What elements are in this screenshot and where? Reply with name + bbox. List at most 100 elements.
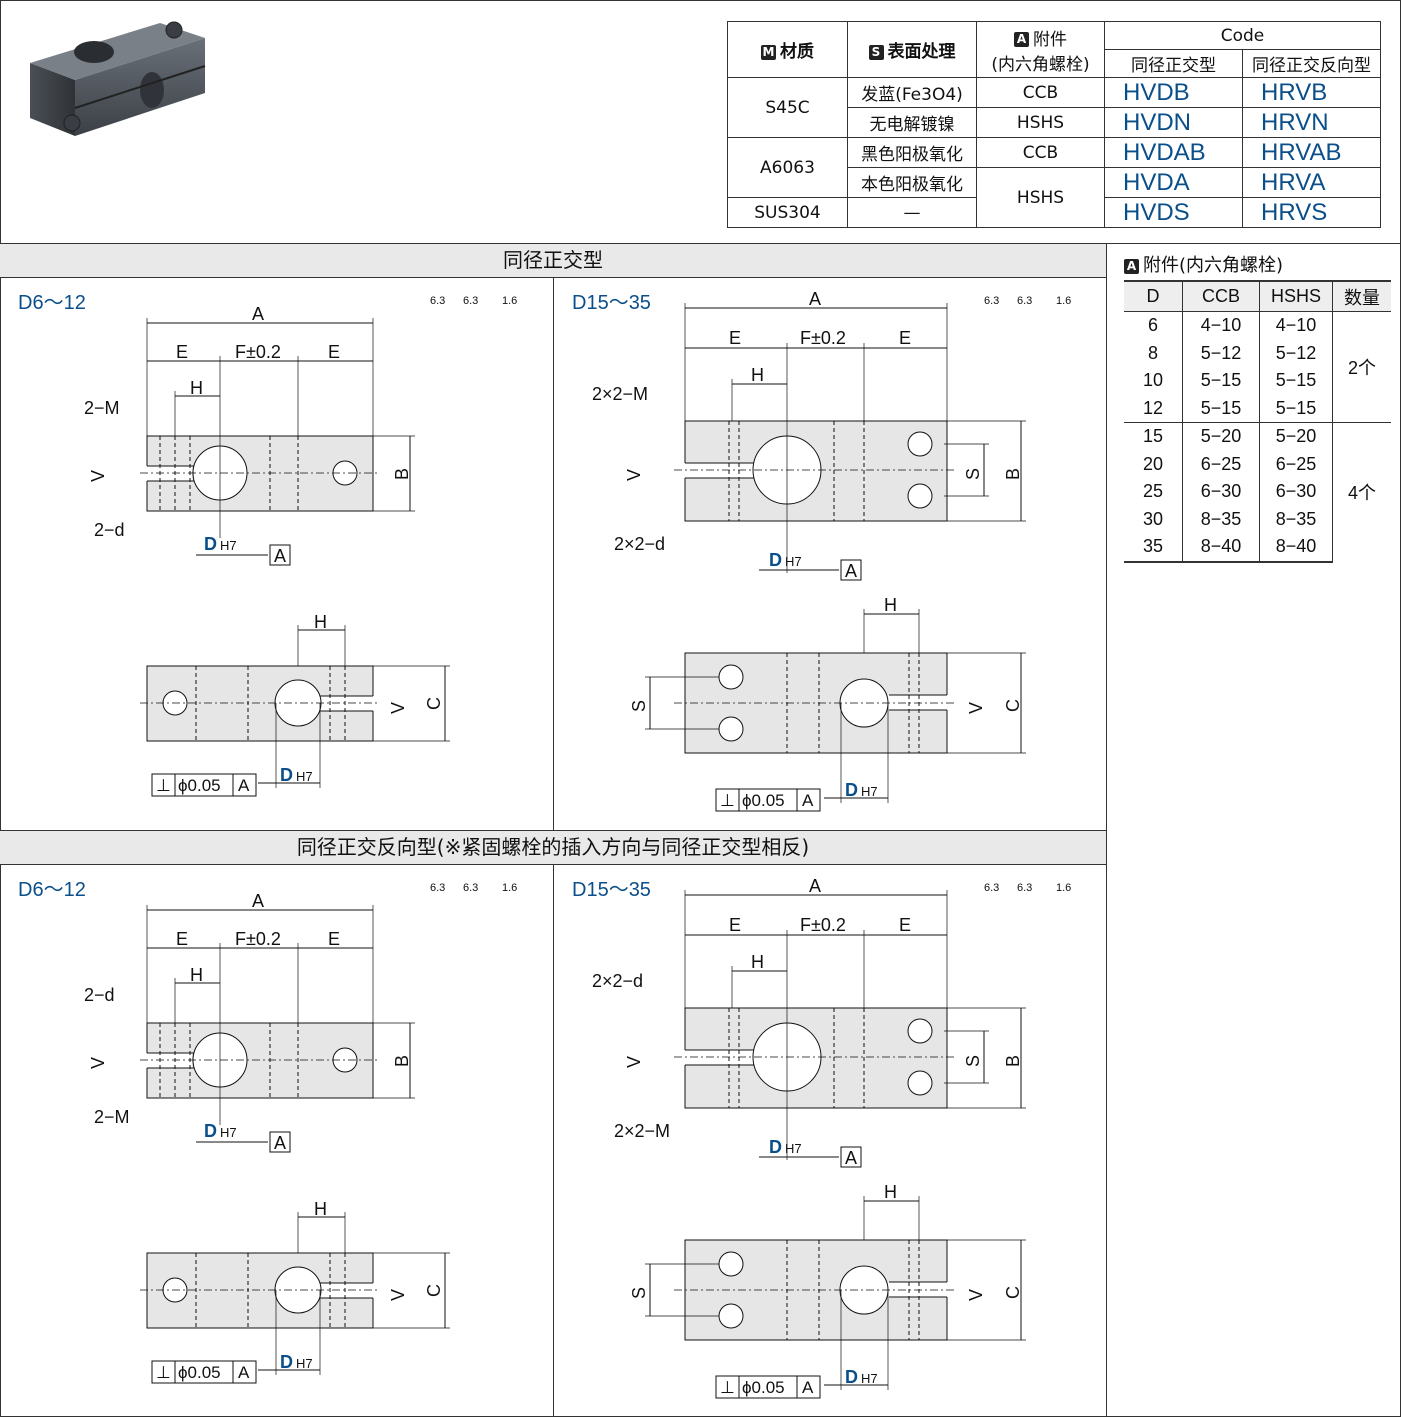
bolt-cell: 20 [1142, 453, 1164, 474]
dim-C: C [424, 697, 444, 710]
dim-C: C [424, 1284, 444, 1297]
roughness-label: 6.3 [1017, 295, 1032, 307]
dim-H: H [314, 1199, 327, 1219]
roughness-label: 6.3 [984, 295, 999, 307]
technical-drawing: A E F±0.2 E H 2×2−d 2×2−M S B V D H7 6.3… [592, 876, 1071, 1399]
roughness-label: 6.3 [1017, 882, 1032, 894]
bolt-cell: 6 [1147, 315, 1158, 336]
bolt-cell: 25 [1142, 481, 1164, 502]
material-cell: A6063 [727, 137, 848, 198]
type1-header: 同径正交型 [1104, 49, 1243, 78]
surface-cell: 本色阳极氧化 [847, 167, 977, 198]
bolt-cell: 5−15 [1259, 367, 1333, 395]
dim-V: V [88, 1057, 108, 1069]
dim-H: H [314, 612, 327, 632]
dim-H7: H7 [861, 1371, 878, 1386]
surface-cell: 无电解镀镍 [847, 107, 977, 138]
accessory-cell: CCB [976, 77, 1105, 108]
bolt-cell: 10 [1142, 370, 1164, 391]
code-cell: HVDA [1104, 167, 1243, 198]
dim-H7: H7 [220, 538, 237, 553]
dim-F: F±0.2 [235, 342, 281, 362]
dim-D: D [769, 550, 782, 570]
bolt-cell: 5−15 [1182, 367, 1260, 395]
dim-2d: 2−d [94, 520, 125, 540]
bolt-cell: 30 [1142, 508, 1164, 529]
dim-S: S [629, 1287, 649, 1299]
datum-label: A [274, 1133, 286, 1153]
bolt-cell: 8−35 [1182, 505, 1260, 533]
code-cell: HVDN [1104, 107, 1243, 138]
dim-V: V [88, 470, 108, 482]
section-title-type1: 同径正交型 [0, 243, 1106, 278]
divider [553, 277, 554, 830]
bolt-cell: 6−30 [1182, 478, 1260, 506]
perp-tol: ϕ0.05 [742, 791, 785, 810]
roughness-label: 1.6 [1056, 295, 1071, 307]
dim-D: D [769, 1137, 782, 1157]
dim-H: H [190, 965, 203, 985]
dim-2M: 2−d [84, 985, 115, 1005]
perp-tol: ϕ0.05 [742, 1378, 785, 1397]
divider [553, 864, 554, 1416]
bolt-cell: 8−40 [1182, 533, 1260, 563]
code-cell: HRVS [1242, 197, 1381, 228]
roughness-label: 1.6 [502, 295, 517, 307]
bolt-header: D [1124, 280, 1183, 312]
roughness-label: 1.6 [1056, 882, 1071, 894]
dim-E: E [729, 915, 741, 935]
dim-E: E [176, 929, 188, 949]
dim-H7: H7 [296, 769, 313, 784]
drawing-type1-small: D6～12 A E F±0.2 E H 2−M 2−d B V D H7 6.3 [0, 278, 552, 830]
datum-label: A [274, 546, 286, 566]
bolt-cell: 6−30 [1259, 478, 1333, 506]
dim-V: V [966, 1289, 986, 1301]
dim-D: D [280, 1352, 293, 1372]
code-cell: HVDAB [1104, 137, 1243, 168]
dim-A: A [809, 289, 821, 309]
surface-cell: — [847, 197, 977, 228]
size-label: D15～35 [572, 292, 651, 314]
perp-ref: A [802, 791, 814, 810]
code-header: Code [1104, 21, 1381, 50]
code-cell: HRVN [1242, 107, 1381, 138]
roughness-label: 6.3 [430, 295, 445, 307]
dim-2x2M: 2×2−d [592, 971, 643, 991]
dim-A: A [252, 891, 264, 911]
dim-E: E [328, 929, 340, 949]
technical-drawing: A E F±0.2 E H 2−M 2−d B V D H7 6.3 6.3 1… [84, 295, 517, 797]
bolt-cell: 5−20 [1259, 422, 1333, 451]
bolt-cell: 8−40 [1259, 533, 1333, 563]
bolt-cell: 4−10 [1182, 311, 1260, 340]
dim-H7: H7 [220, 1125, 237, 1140]
bolt-cell: 12 [1142, 397, 1164, 418]
dim-D: D [204, 534, 217, 554]
perp-symbol: ⊥ [156, 1363, 171, 1382]
divider [1106, 243, 1107, 1416]
dim-H7: H7 [296, 1356, 313, 1371]
perp-ref: A [802, 1378, 814, 1397]
bolt-cell: 8−35 [1259, 505, 1333, 533]
material-cell: SUS304 [727, 197, 848, 228]
dim-H7: H7 [785, 1141, 802, 1156]
surface-cell: 黑色阳极氧化 [847, 137, 977, 168]
bolt-cell: 4−10 [1259, 311, 1333, 340]
accessory-cell: HSHS [976, 167, 1105, 228]
datum-label: A [845, 561, 857, 581]
dim-H: H [884, 595, 897, 615]
dim-2M: 2−M [84, 398, 120, 418]
product-photo [30, 21, 206, 136]
perp-symbol: ⊥ [156, 776, 171, 795]
dim-A: A [809, 876, 821, 896]
bolt-cell: 6−25 [1182, 450, 1260, 478]
dim-D: D [845, 1367, 858, 1387]
type2-header: 同径正交反向型 [1242, 49, 1381, 78]
dim-H: H [751, 365, 764, 385]
roughness-label: 1.6 [502, 882, 517, 894]
dim-2d: 2−M [94, 1107, 130, 1127]
bolt-header: 数量 [1332, 280, 1391, 312]
bolt-cell: 5−15 [1182, 394, 1260, 423]
